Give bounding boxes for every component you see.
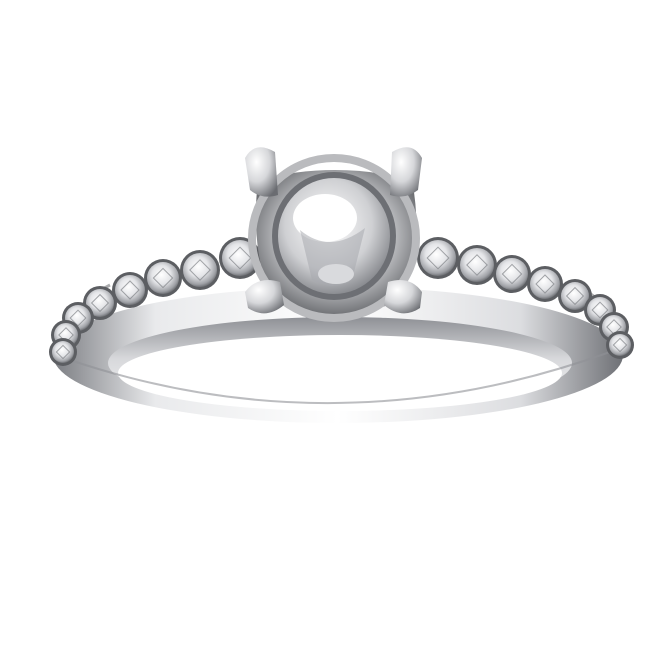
prongs <box>245 147 422 314</box>
diamond <box>460 248 494 282</box>
diamond-facet <box>152 267 174 289</box>
diamond-facet <box>535 274 555 294</box>
diamond-facet <box>426 246 450 270</box>
diamond-facet <box>501 263 523 285</box>
diamond <box>183 253 217 287</box>
diamond <box>496 258 528 290</box>
diamond <box>420 240 456 276</box>
diamond <box>86 289 114 317</box>
diamond <box>609 334 631 356</box>
pave-diamonds-left <box>49 237 261 366</box>
diamond-facet <box>90 293 110 313</box>
diamond-facet <box>120 280 140 300</box>
diamond <box>530 269 560 299</box>
center-setting <box>245 147 422 322</box>
pave-diamonds-right <box>417 237 634 359</box>
diamond-facet <box>612 337 628 353</box>
diamond <box>115 275 145 305</box>
diamond-facet <box>55 344 71 360</box>
diamond <box>147 262 179 294</box>
diamond-facet <box>466 254 488 276</box>
ring-band <box>53 281 623 423</box>
diamond-facet <box>591 301 609 319</box>
diamond <box>561 282 589 310</box>
diamond-facet <box>69 309 87 327</box>
diamond <box>52 341 74 363</box>
diamond-facet <box>189 259 211 281</box>
diamond-facet <box>606 319 622 335</box>
diamond-facet <box>565 286 585 306</box>
